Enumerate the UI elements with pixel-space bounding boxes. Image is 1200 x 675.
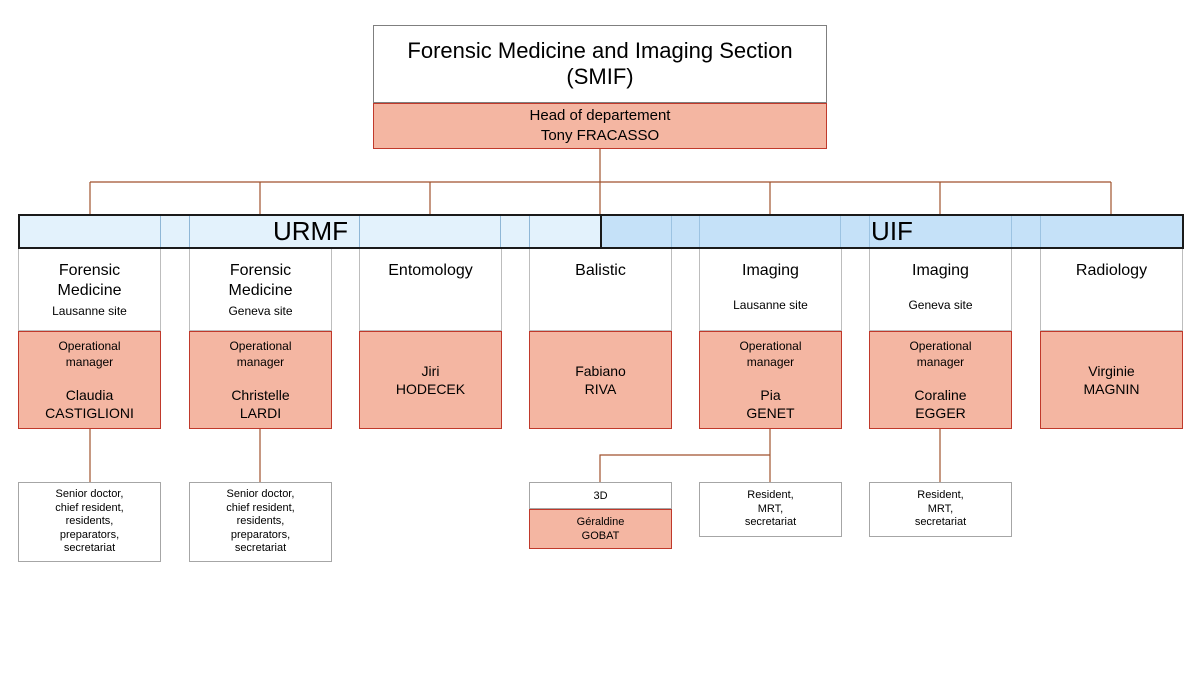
staff-list: Senior doctor, chief resident, residents… bbox=[226, 488, 295, 555]
staff-box-imaging-geneva: Resident, MRT, secretariat bbox=[869, 482, 1012, 537]
band-divider bbox=[160, 216, 161, 247]
dept-name: Imaging bbox=[912, 262, 969, 279]
manager-box: Virginie MAGNIN bbox=[1040, 331, 1183, 429]
dept-entomology: Entomology bbox=[359, 249, 502, 331]
band-divider bbox=[671, 216, 672, 247]
manager-name: Christelle LARDI bbox=[231, 387, 290, 421]
three-d-person: Géraldine GOBAT bbox=[576, 516, 625, 542]
staff-box-fm-lausanne: Senior doctor, chief resident, residents… bbox=[18, 482, 161, 562]
unit-label-uif: UIF bbox=[871, 216, 913, 246]
unit-band-uif: UIF bbox=[600, 214, 1184, 249]
band-divider bbox=[869, 216, 870, 247]
dept-name: Forensic Medicine bbox=[228, 262, 293, 299]
head-role: Head of departement bbox=[529, 107, 671, 124]
dept-balistic: Balistic bbox=[529, 249, 672, 331]
head-name: Tony FRACASSO bbox=[540, 127, 660, 144]
dept-forensic-medicine-lausanne: Forensic Medicine Lausanne site bbox=[18, 249, 161, 331]
dept-radiology: Radiology bbox=[1040, 249, 1183, 331]
dept-site: Geneva site bbox=[228, 304, 293, 318]
manager-name: Claudia CASTIGLIONI bbox=[45, 387, 134, 421]
staff-list: Resident, MRT, secretariat bbox=[914, 489, 967, 529]
dept-site: Geneva site bbox=[908, 298, 973, 312]
dept-site: Lausanne site bbox=[52, 304, 127, 318]
staff-box-fm-geneva: Senior doctor, chief resident, residents… bbox=[189, 482, 332, 562]
staff-list: Resident, MRT, secretariat bbox=[744, 489, 797, 529]
head-of-department-box: Head of departement Tony FRACASSO bbox=[373, 103, 827, 149]
manager-role: Operational manager bbox=[58, 339, 121, 369]
dept-name: Forensic Medicine bbox=[57, 262, 122, 299]
dept-name: Radiology bbox=[1075, 262, 1148, 279]
manager-name: Fabiano RIVA bbox=[575, 363, 626, 397]
manager-name: Jiri HODECEK bbox=[395, 363, 466, 397]
band-divider bbox=[1011, 216, 1012, 247]
band-divider bbox=[1040, 216, 1041, 247]
dept-name: Imaging bbox=[742, 262, 799, 279]
manager-box: Jiri HODECEK bbox=[359, 331, 502, 429]
band-divider bbox=[500, 216, 501, 247]
manager-box: Operational manager Pia GENET bbox=[699, 331, 842, 429]
dept-site: Lausanne site bbox=[733, 298, 808, 312]
connector-3d bbox=[599, 454, 770, 482]
band-divider bbox=[529, 216, 530, 247]
unit-label-urmf: URMF bbox=[272, 216, 349, 246]
band-divider bbox=[359, 216, 360, 247]
band-divider bbox=[189, 216, 190, 247]
dept-name: Balistic bbox=[575, 262, 626, 279]
manager-box: Operational manager Christelle LARDI bbox=[189, 331, 332, 429]
manager-name: Coraline EGGER bbox=[914, 387, 967, 421]
manager-role: Operational manager bbox=[229, 339, 292, 369]
band-divider bbox=[840, 216, 841, 247]
section-title-box: Forensic Medicine and Imaging Section (S… bbox=[373, 25, 827, 103]
unit-band-urmf: URMF bbox=[18, 214, 601, 249]
staff-box-imaging-lausanne: Resident, MRT, secretariat bbox=[699, 482, 842, 537]
dept-imaging-geneva: Imaging Geneva site bbox=[869, 249, 1012, 331]
manager-role: Operational manager bbox=[909, 339, 972, 369]
band-divider bbox=[699, 216, 700, 247]
dept-name: Entomology bbox=[388, 262, 473, 279]
section-title: Forensic Medicine and Imaging Section (S… bbox=[407, 38, 793, 89]
dept-imaging-lausanne: Imaging Lausanne site bbox=[699, 249, 842, 331]
manager-name: Pia GENET bbox=[746, 387, 795, 421]
staff-list: Senior doctor, chief resident, residents… bbox=[55, 488, 124, 555]
three-d-label-box: 3D bbox=[529, 482, 672, 509]
three-d-person-box: Géraldine GOBAT bbox=[529, 509, 672, 549]
three-d-label: 3D bbox=[593, 489, 608, 502]
manager-box: Operational manager Coraline EGGER bbox=[869, 331, 1012, 429]
manager-box: Fabiano RIVA bbox=[529, 331, 672, 429]
dept-forensic-medicine-geneva: Forensic Medicine Geneva site bbox=[189, 249, 332, 331]
manager-role: Operational manager bbox=[739, 339, 802, 369]
manager-name: Virginie MAGNIN bbox=[1083, 363, 1140, 397]
manager-box: Operational manager Claudia CASTIGLIONI bbox=[18, 331, 161, 429]
